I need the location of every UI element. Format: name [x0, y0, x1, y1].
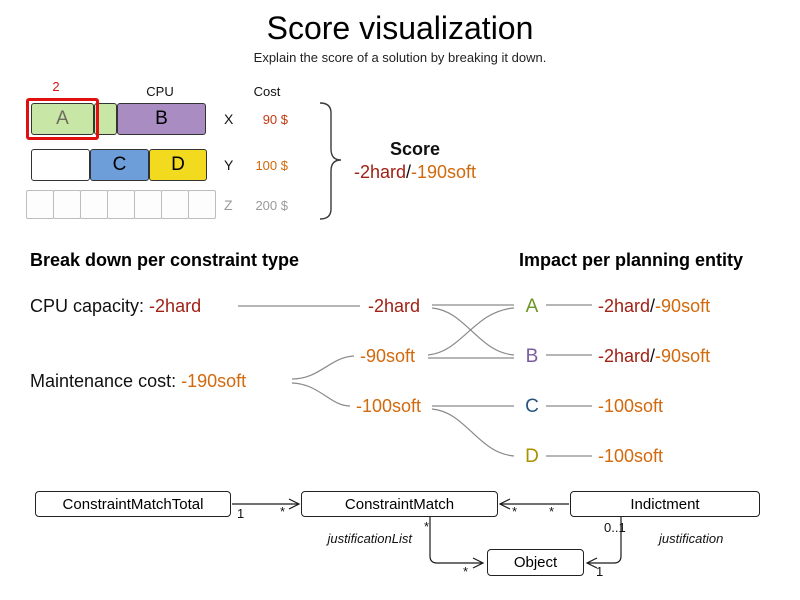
empty-cell [53, 190, 81, 219]
uml-class-object: Object [487, 549, 584, 576]
entity-letter-c: C [525, 396, 539, 417]
violation-count-badge: 2 [52, 79, 60, 94]
score-label: Score [389, 139, 441, 159]
cost-column-header: Cost [253, 84, 281, 99]
breakdown-connectors [238, 304, 592, 457]
multiplicity-cm-left: * [280, 504, 286, 519]
score-node-90soft: -90soft [360, 346, 416, 366]
multiplicity-cm-right: * [512, 504, 518, 519]
multiplicity-cm-bottom: * [424, 519, 430, 534]
impact-a-soft: -90soft [655, 296, 711, 316]
cost-y: 100 $ [255, 158, 288, 173]
multiplicity-object-right: 1 [596, 564, 604, 579]
impact-b-separator: / [650, 346, 656, 366]
constraint-violation-highlight [26, 98, 99, 140]
impact-b-hard: -2hard [598, 346, 651, 366]
uml-class-constraintmatchtotal: ConstraintMatchTotal [35, 491, 231, 517]
constraint-cpu-value: -2hard [149, 296, 202, 316]
uml-class-indictment: Indictment [570, 491, 760, 517]
constraint-cpu-label: CPU capacity: [30, 296, 150, 316]
page-subtitle: Explain the score of a solution by break… [253, 50, 547, 65]
process-box-b: B [117, 103, 206, 135]
breakdown-heading: Break down per constraint type [30, 250, 300, 270]
impact-heading: Impact per planning entity [519, 250, 744, 270]
page-title: Score visualization [266, 10, 534, 46]
empty-cell [80, 190, 108, 219]
multiplicity-object-left: * [463, 564, 469, 579]
process-segment [94, 103, 117, 135]
cost-x: 90 $ [262, 112, 288, 127]
multiplicity-indictment: * [549, 504, 555, 519]
empty-cell [188, 190, 216, 219]
score-value: -2hard/-190soft [325, 162, 505, 183]
row-label-z: Z [224, 197, 233, 213]
impact-b-soft: -90soft [655, 346, 711, 366]
impact-d-soft: -100soft [598, 446, 664, 466]
cpu-column-header: CPU [146, 84, 174, 99]
empty-cell [107, 190, 135, 219]
empty-cell [134, 190, 162, 219]
multiplicity-indictment-bottom: 0..1 [604, 520, 626, 535]
association-label-justification: justification [659, 531, 724, 546]
empty-slot [31, 149, 90, 181]
entity-impact-a: -2hard/-90soft [598, 296, 710, 317]
impact-c-soft: -100soft [598, 396, 664, 416]
process-box-d: D [149, 149, 207, 181]
uml-class-constraintmatch: ConstraintMatch [301, 491, 498, 517]
uml-arrows [232, 498, 622, 569]
impact-a-separator: / [650, 296, 656, 316]
row-label-y: Y [224, 157, 234, 173]
entity-letter-d: D [525, 446, 539, 467]
row-label-x: X [224, 111, 234, 127]
score-hard: -2hard [353, 162, 406, 182]
constraint-type-cpu: CPU capacity: -2hard [30, 296, 201, 317]
impact-a-hard: -2hard [598, 296, 651, 316]
multiplicity-cmt: 1 [237, 506, 245, 521]
process-box-a: A [31, 103, 94, 135]
constraint-maintenance-value: -190soft [181, 371, 247, 391]
score-node-100soft: -100soft [356, 396, 422, 416]
entity-letter-a: A [525, 296, 539, 317]
cost-z: 200 $ [255, 198, 288, 213]
score-brace [319, 102, 342, 220]
empty-cell [161, 190, 189, 219]
score-node-hard: -2hard [368, 296, 421, 316]
score-soft: -190soft [411, 162, 477, 182]
entity-letter-b: B [525, 346, 539, 367]
score-separator: / [405, 162, 411, 182]
entity-impact-b: -2hard/-90soft [598, 346, 710, 367]
process-box-c: C [90, 149, 149, 181]
entity-impact-d: -100soft [598, 446, 663, 467]
constraint-type-maintenance: Maintenance cost: -190soft [30, 371, 246, 392]
empty-cell [26, 190, 54, 219]
constraint-maintenance-label: Maintenance cost: [30, 371, 182, 391]
machine-row-z-grid [26, 190, 216, 219]
entity-impact-c: -100soft [598, 396, 663, 417]
association-label-justificationlist: justificationList [327, 531, 412, 546]
